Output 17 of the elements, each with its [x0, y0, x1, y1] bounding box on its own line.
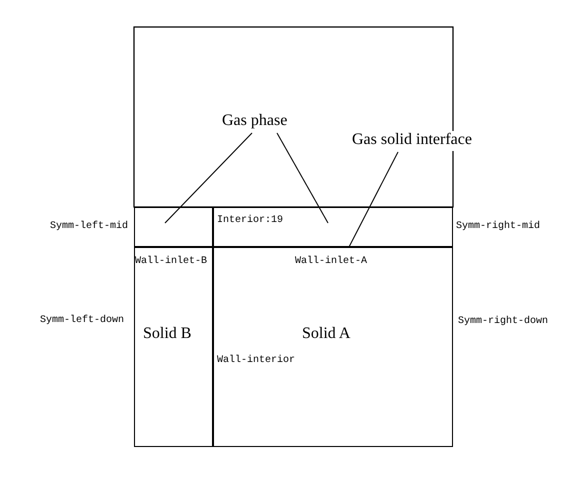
leader-line	[164, 132, 252, 224]
boundary-label: Interior:19	[217, 214, 284, 227]
boundary-label: Symm-left-down	[40, 314, 124, 327]
boundary-label: Wall-inlet-B	[135, 255, 208, 268]
boundary-label: Symm-left-mid	[50, 220, 128, 233]
leader-line	[348, 152, 398, 248]
solid-region	[213, 247, 453, 447]
leader-line	[276, 132, 328, 224]
region-label: Solid B	[143, 325, 192, 343]
boundary-label: Wall-interior	[217, 354, 296, 367]
boundary-label: Symm-right-down	[458, 315, 548, 328]
boundary-label: Wall-inlet-A	[295, 255, 368, 268]
gas-region	[213, 207, 453, 247]
region-label: Solid A	[302, 325, 350, 343]
solid-region	[134, 247, 213, 447]
boundary-label: Symm-right-mid	[456, 220, 540, 233]
gas-region	[134, 207, 213, 247]
